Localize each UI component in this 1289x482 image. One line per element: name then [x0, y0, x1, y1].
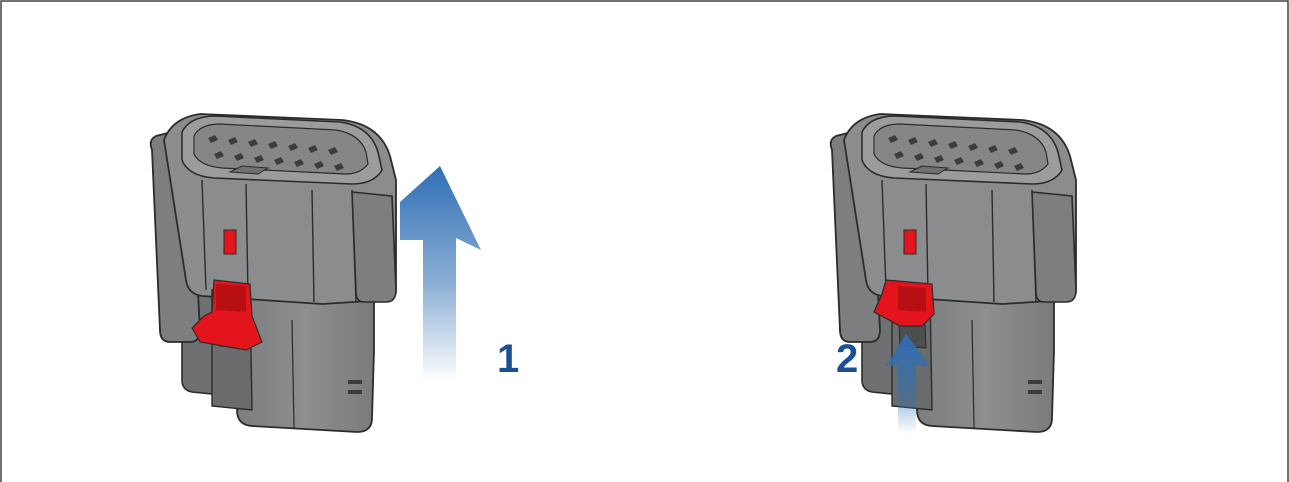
latch-red-left	[191, 229, 263, 351]
up-arrow-icon-1	[400, 166, 481, 382]
connector-left	[149, 113, 397, 433]
latch-red-right	[873, 229, 935, 327]
step-label-1: 1	[497, 337, 519, 381]
step-label-2: 2	[836, 337, 858, 381]
up-arrow-icon-2	[886, 334, 930, 434]
connector-right	[829, 113, 1077, 433]
